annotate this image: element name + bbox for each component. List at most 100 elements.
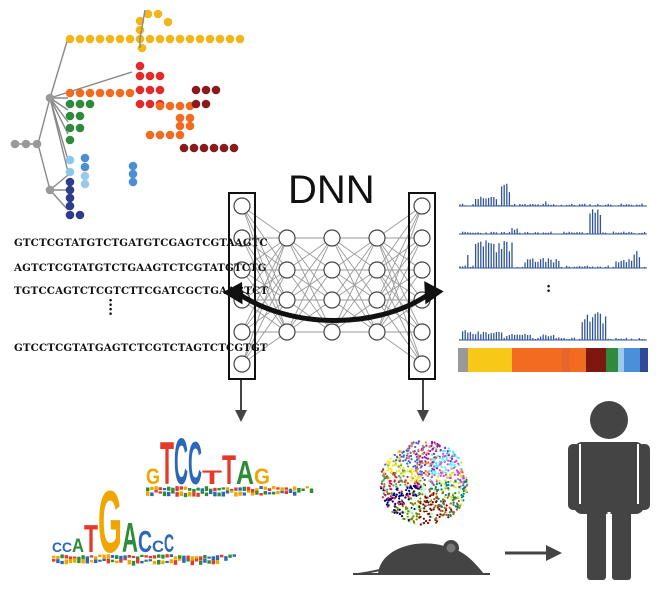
tsne-point xyxy=(414,460,417,463)
tsne-point xyxy=(439,513,442,516)
arrowhead-left xyxy=(222,282,243,305)
tree-node xyxy=(175,34,185,44)
tree-node xyxy=(145,34,155,44)
tsne-point xyxy=(464,488,468,492)
tsne-point xyxy=(452,466,456,469)
tsne-point xyxy=(407,495,410,498)
tsne-point xyxy=(431,493,434,496)
tsne-point xyxy=(400,502,403,505)
network-edge xyxy=(376,205,423,271)
motif-minor xyxy=(188,488,192,491)
motif-minor xyxy=(140,560,144,564)
tsne-point xyxy=(387,499,391,502)
tree-edge xyxy=(49,97,69,123)
motif-minor xyxy=(234,487,238,491)
tsne-point xyxy=(407,518,410,522)
tsne-point xyxy=(429,479,432,482)
tsne-point xyxy=(421,452,424,455)
tsne-point xyxy=(442,449,445,453)
motif-minor xyxy=(288,488,293,492)
motif-minor xyxy=(190,556,194,561)
tsne-point xyxy=(412,515,415,518)
tsne-point xyxy=(454,480,457,483)
tsne-point xyxy=(426,474,430,477)
tsne-point xyxy=(452,512,455,516)
motif-minor xyxy=(182,555,186,560)
network-node xyxy=(278,229,296,247)
tree-node xyxy=(65,155,75,165)
tsne-point xyxy=(393,511,396,514)
tsne-point xyxy=(452,498,455,502)
motif-minor xyxy=(199,556,203,561)
motif-minor xyxy=(199,560,203,565)
tsne-point xyxy=(436,514,439,517)
tsne-point xyxy=(427,470,431,473)
tsne-point xyxy=(410,479,413,482)
tsne-point xyxy=(388,479,391,483)
tree-edge xyxy=(37,97,51,145)
tsne-point xyxy=(452,503,455,506)
tsne-point xyxy=(432,452,436,455)
tsne-point xyxy=(408,521,412,524)
motif-minor xyxy=(98,554,102,558)
motif-letter: C xyxy=(62,540,72,555)
tsne-point xyxy=(379,485,382,489)
cluster-color-strip xyxy=(512,348,562,372)
tsne-point xyxy=(447,454,451,457)
motif-minor xyxy=(169,554,173,558)
network-node xyxy=(413,229,431,247)
motif-minor xyxy=(280,487,284,492)
network-edge xyxy=(286,299,333,333)
tsne-point xyxy=(443,495,446,499)
tsne-point xyxy=(406,452,409,455)
tree-node xyxy=(185,113,195,123)
tree-node xyxy=(137,43,147,53)
tsne-point xyxy=(435,464,438,467)
tsne-point xyxy=(416,512,419,516)
tree-node xyxy=(105,34,115,44)
motif-minor xyxy=(284,490,288,495)
motif-minor xyxy=(288,490,293,493)
tsne-point xyxy=(443,500,447,503)
tsne-point xyxy=(443,459,446,463)
tsne-point xyxy=(416,471,419,474)
tsne-point xyxy=(383,499,387,502)
motif-minor xyxy=(148,559,152,562)
motif-minor xyxy=(204,492,209,497)
motif-minor xyxy=(238,487,242,491)
tsne-point xyxy=(421,493,424,496)
tree-node xyxy=(191,99,201,109)
tsne-point xyxy=(393,473,396,477)
motif-minor xyxy=(68,556,73,560)
tree-node xyxy=(80,162,90,172)
motif-minor xyxy=(144,559,148,562)
motif-minor xyxy=(110,555,115,558)
motif-minor xyxy=(203,558,207,563)
tsne-point xyxy=(439,448,442,452)
network-edge xyxy=(286,269,333,333)
cluster-color-strip xyxy=(570,348,586,372)
tsne-point xyxy=(410,487,414,490)
motif-minor xyxy=(234,492,238,497)
motif-minor xyxy=(246,490,251,493)
motif-minor xyxy=(293,486,297,491)
tsne-point xyxy=(462,484,465,487)
tsne-point xyxy=(432,508,435,511)
tsne-point xyxy=(423,507,426,510)
tree-edge xyxy=(37,143,51,191)
tsne-point xyxy=(413,482,416,485)
tree-node xyxy=(80,153,90,163)
tsne-point xyxy=(398,500,401,503)
tree-node xyxy=(65,177,75,187)
motif-minor xyxy=(123,555,127,560)
motif-minor xyxy=(203,555,207,559)
tree-node xyxy=(75,34,85,44)
tsne-point xyxy=(404,458,407,462)
motif-minor xyxy=(175,492,179,497)
tsne-point xyxy=(417,473,420,476)
motif-minor xyxy=(52,555,56,559)
tsne-point xyxy=(452,485,456,488)
tsne-point xyxy=(459,479,462,482)
tsne-point xyxy=(389,487,392,491)
